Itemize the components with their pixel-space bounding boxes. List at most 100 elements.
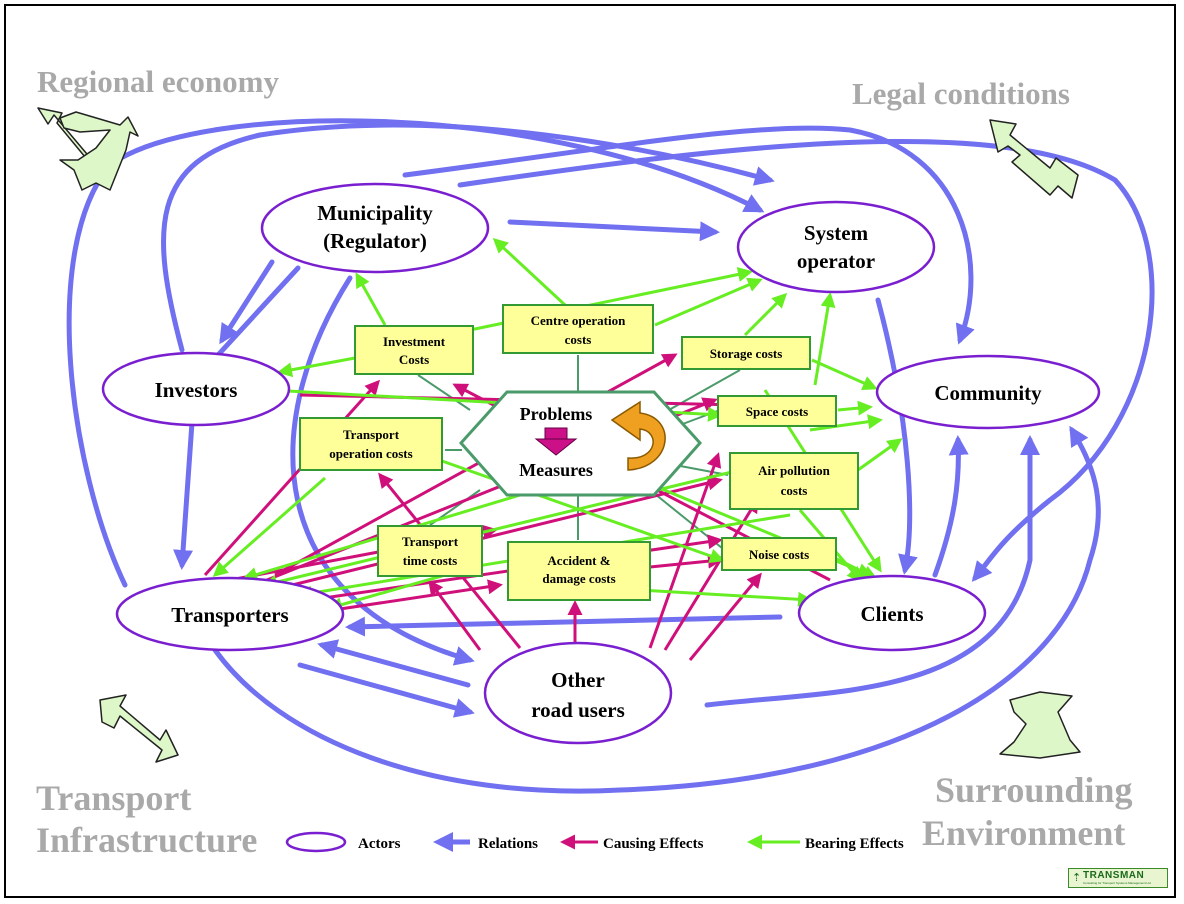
storage-costs-box: Storage costs [681, 336, 811, 370]
logo-arrow-icon: ⇡ [1072, 871, 1082, 884]
surrounding-environment-label-1: Surrounding [935, 770, 1132, 810]
surrounding-environment-label-2: Environment [922, 813, 1125, 853]
relation-arrow [932, 435, 969, 578]
actor-other-road-users: Other road users [483, 641, 673, 745]
svg-text:Costs: Costs [399, 352, 429, 367]
causing-arrow [648, 452, 722, 649]
actor-transporters: Transporters [115, 576, 345, 652]
actor-community: Community [875, 354, 1101, 430]
noise-costs-box: Noise costs [721, 537, 837, 571]
causing-arrow [663, 497, 759, 651]
relation-arrow [66, 118, 765, 588]
logo-tagline: Consulting for Transport Systems Managem… [1083, 881, 1151, 885]
double-arrow-icon [99, 694, 179, 763]
measures-label: Measures [519, 460, 593, 480]
air-pollution-costs-box: Air pollution costs [729, 452, 859, 510]
relation-arrow [704, 435, 1040, 708]
slide-frame [4, 4, 1176, 898]
legend-actors: Actors [285, 831, 401, 853]
context-labels: Regional economy Legal conditions Transp… [36, 64, 1132, 860]
svg-text:Causing Effects: Causing Effects [603, 836, 704, 852]
transport-infrastructure-label-2: Infrastructure [36, 820, 257, 860]
svg-text:time costs: time costs [403, 553, 458, 568]
relation-arrow [345, 614, 783, 637]
svg-text:Centre operation: Centre operation [531, 313, 626, 328]
relation-arrow [402, 125, 975, 345]
transman-logo: ⇡ TRANSMAN Consulting for Transport Syst… [1068, 868, 1168, 888]
svg-text:Storage costs: Storage costs [710, 346, 783, 361]
transport-operation-costs-box: Transport operation costs [299, 417, 443, 471]
actor-investors: Investors [101, 351, 291, 427]
svg-text:Relations: Relations [478, 836, 538, 852]
bearing-arrow [424, 453, 725, 564]
bearing-arrow [809, 414, 883, 432]
legend: Actors Relations Causing Effects Bearing… [285, 831, 904, 853]
actor-clients: Clients [797, 574, 987, 652]
svg-text:Air pollution: Air pollution [758, 463, 830, 478]
bearing-arrow [811, 358, 878, 390]
svg-text:Transport: Transport [402, 534, 459, 549]
causing-arrow [319, 579, 503, 614]
regional-economy-label: Regional economy [37, 64, 279, 99]
svg-text:damage costs: damage costs [542, 571, 615, 586]
bearing-arrow [857, 438, 903, 472]
relation-arrow [507, 219, 720, 242]
actor-system-operator: System operator [736, 200, 936, 294]
causing-arrow [688, 572, 762, 661]
relation-arrow [457, 138, 1155, 582]
transport-time-costs-box: Transport time costs [377, 525, 483, 577]
svg-text:Community: Community [934, 381, 1042, 405]
svg-text:costs: costs [781, 483, 808, 498]
svg-text:Transporters: Transporters [171, 603, 288, 627]
bearing-arrow [639, 588, 813, 607]
problems-label: Problems [520, 404, 593, 424]
svg-text:costs: costs [565, 332, 592, 347]
centre-operation-costs-box: Centre operation costs [502, 304, 654, 354]
down-arrow-icon [534, 427, 578, 456]
investment-costs-box: Investment Costs [354, 325, 474, 375]
context-arrows [37, 107, 1081, 763]
svg-text:Investment: Investment [383, 334, 446, 349]
transport-infrastructure-label-1: Transport [36, 778, 191, 818]
svg-text:road users: road users [531, 698, 625, 722]
relation-arrow [297, 662, 475, 718]
svg-text:Other: Other [551, 668, 605, 692]
relation-arrow [875, 297, 918, 575]
bearing-arrow [212, 476, 326, 577]
causing-arrow [279, 475, 723, 590]
causing-arrow [203, 379, 381, 577]
svg-text:Noise costs: Noise costs [749, 547, 809, 562]
bearing-arrow [743, 292, 788, 337]
bearing-arrow [355, 272, 387, 326]
double-arrow-icon [999, 691, 1081, 759]
bearing-arrow [837, 400, 873, 416]
svg-text:Investors: Investors [155, 378, 238, 402]
space-costs-box: Space costs [717, 395, 837, 427]
svg-text:operation costs: operation costs [329, 446, 412, 461]
relation-arrow [161, 122, 775, 353]
svg-text:Space costs: Space costs [746, 404, 808, 419]
relation-arrow [219, 259, 275, 345]
svg-text:Bearing Effects: Bearing Effects [805, 836, 904, 852]
svg-text:Transport: Transport [343, 427, 400, 442]
legend-causing-effects: Causing Effects [560, 834, 704, 852]
bearing-arrow [492, 237, 567, 307]
causing-arrow [639, 553, 723, 570]
causing-arrow [428, 579, 482, 651]
svg-text:Clients: Clients [861, 602, 924, 626]
legend-bearing-effects: Bearing Effects [747, 834, 904, 852]
svg-text:Municipality: Municipality [317, 201, 433, 225]
svg-text:operator: operator [797, 249, 875, 273]
accident-damage-costs-box: Accident & damage costs [507, 541, 651, 601]
cost-boxes: Investment Costs Centre operation costs … [299, 304, 859, 601]
bearing-arrow [654, 277, 763, 327]
cycle-arrow-icon [610, 400, 666, 471]
actor-municipality: Municipality (Regulator) [260, 182, 490, 274]
double-arrow-icon [989, 119, 1079, 199]
relation-arrow [212, 425, 1101, 794]
legend-relations: Relations [433, 832, 538, 852]
bearing-arrow [277, 356, 356, 378]
problems-measures-hexagon: Problems Measures [458, 390, 703, 497]
svg-text:Actors: Actors [358, 836, 401, 852]
